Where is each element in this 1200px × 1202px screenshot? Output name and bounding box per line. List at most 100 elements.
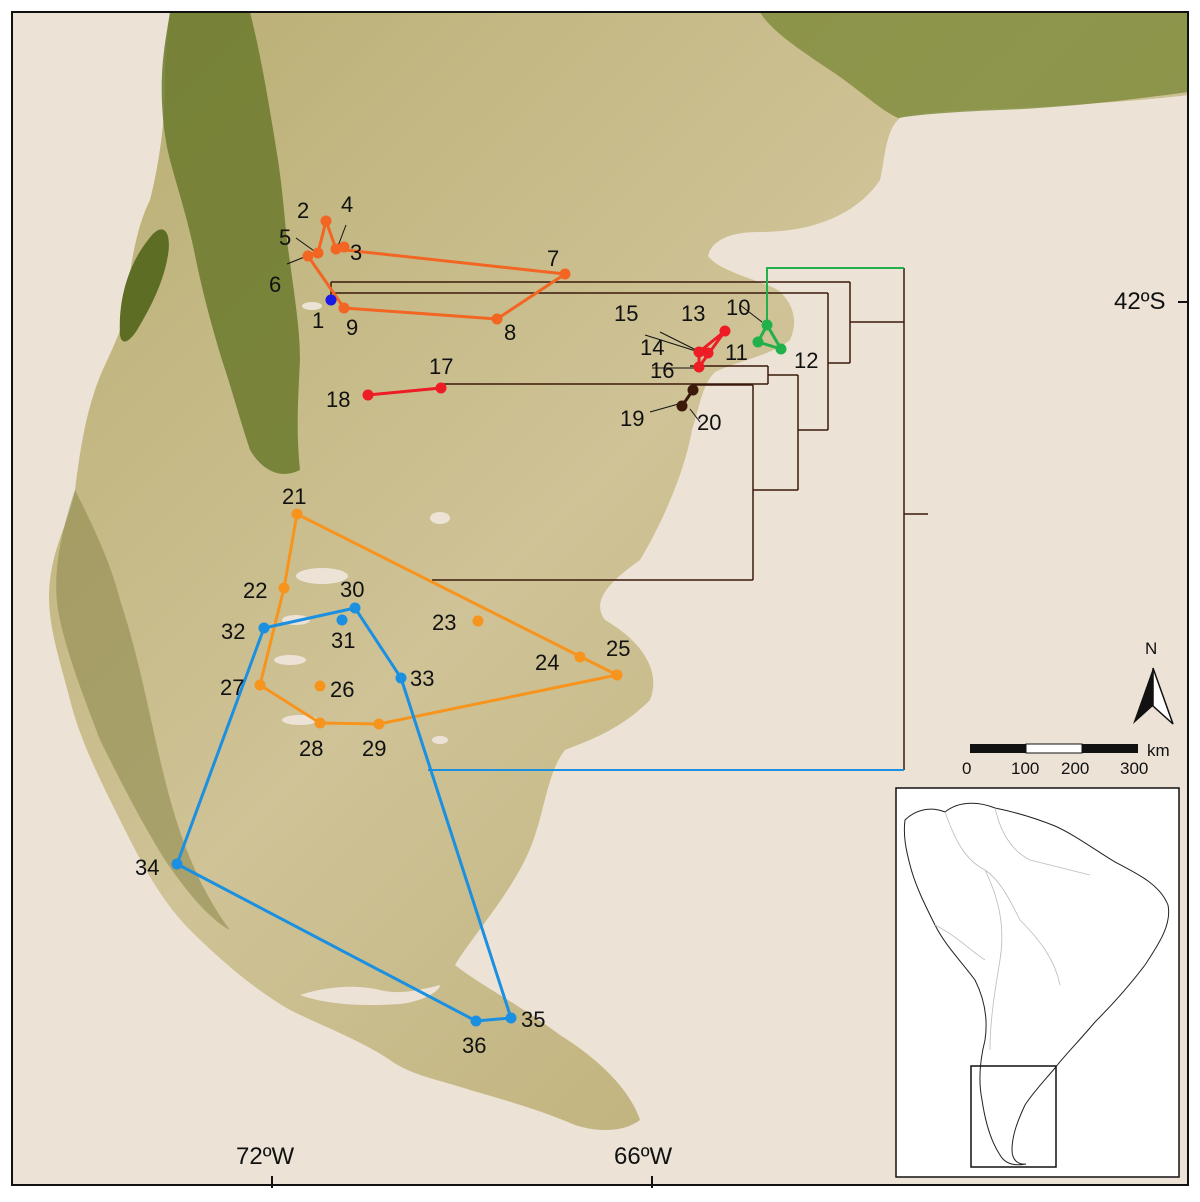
site-marker-16	[693, 361, 705, 373]
inset-highlight-box	[970, 1065, 1057, 1168]
site-marker-5	[312, 247, 324, 259]
site-label-28: 28	[299, 736, 323, 761]
site-marker-8	[491, 313, 503, 325]
site-marker-25	[611, 669, 623, 681]
site-marker-19	[687, 384, 699, 396]
tree-connector	[766, 267, 904, 325]
site-marker-29	[373, 718, 385, 730]
site-label-22: 22	[243, 578, 267, 603]
site-marker-22	[278, 582, 290, 594]
site-label-23: 23	[432, 610, 456, 635]
site-label-12: 12	[794, 348, 818, 373]
site-marker-15	[702, 347, 714, 359]
site-marker-10	[761, 319, 773, 331]
site-marker-27	[254, 679, 266, 691]
site-label-1: 1	[312, 308, 324, 333]
site-marker-32	[258, 622, 270, 634]
site-marker-20	[676, 400, 688, 412]
lon-label-72w: 72ºW	[236, 1143, 294, 1170]
site-marker-33	[395, 672, 407, 684]
site-marker-23	[472, 615, 484, 627]
site-marker-14	[693, 346, 705, 358]
scale-unit: km	[1147, 741, 1170, 760]
inset-country-borders	[934, 807, 1091, 1051]
site-label-34: 34	[135, 855, 159, 880]
site-label-14: 14	[640, 335, 664, 360]
site-marker-6	[302, 250, 314, 262]
inset-south-america-outline	[903, 802, 1170, 1166]
site-marker-26	[314, 680, 326, 692]
site-label-29: 29	[362, 736, 386, 761]
scale-seg-1	[970, 744, 1026, 753]
southern-fjords-vegetation	[56, 490, 230, 930]
north-arrow-label: N	[1145, 639, 1157, 658]
site-marker-30	[349, 602, 361, 614]
group-hull	[367, 386, 442, 397]
site-label-4: 4	[341, 192, 353, 217]
site-marker-4	[330, 243, 342, 255]
site-label-31: 31	[331, 628, 355, 653]
lon-label-66w: 66ºW	[614, 1143, 672, 1170]
site-label-8: 8	[504, 320, 516, 345]
site-label-26: 26	[330, 677, 354, 702]
site-label-3: 3	[350, 240, 362, 265]
site-label-25: 25	[606, 636, 630, 661]
site-label-2: 2	[297, 198, 309, 223]
scale-tick-0: 0	[962, 759, 971, 778]
site-label-36: 36	[462, 1033, 486, 1058]
scale-tick-100: 100	[1011, 759, 1039, 778]
site-label-24: 24	[535, 650, 559, 675]
site-marker-21	[291, 508, 303, 520]
site-label-19: 19	[620, 406, 644, 431]
lat-label-42s: 42ºS	[1114, 288, 1165, 315]
chiloe-island	[119, 229, 169, 342]
site-marker-31	[336, 614, 348, 626]
phylogenetic-tree	[330, 267, 928, 771]
coordinate-labels: 42ºS 72ºW 66ºW	[236, 288, 1188, 1188]
site-label-32: 32	[221, 619, 245, 644]
scale-tick-300: 300	[1120, 759, 1148, 778]
north-arrow-right-half	[1152, 667, 1174, 725]
lakes	[274, 302, 450, 744]
inset-map	[895, 787, 1180, 1178]
group-hull	[756, 323, 783, 351]
leader-line	[644, 334, 700, 353]
site-label-7: 7	[547, 246, 559, 271]
site-marker-36	[470, 1015, 482, 1027]
site-label-18: 18	[326, 387, 350, 412]
leader-line	[689, 408, 701, 423]
site-label-13: 13	[681, 301, 705, 326]
north-arrow-left-half	[1133, 668, 1153, 724]
leader-line	[739, 304, 763, 323]
site-label-21: 21	[282, 484, 306, 509]
site-label-15: 15	[614, 301, 638, 326]
magellan-strait	[300, 985, 440, 1006]
site-marker-24	[574, 651, 586, 663]
northeast-vegetation	[760, 12, 1188, 118]
site-label-10: 10	[726, 295, 750, 320]
site-marker-35	[505, 1012, 517, 1024]
site-marker-13	[719, 325, 731, 337]
map-frame	[11, 11, 1189, 1186]
site-marker-2	[320, 215, 332, 227]
scale-seg-3	[1082, 744, 1138, 753]
site-marker-9	[338, 302, 350, 314]
site-label-30: 30	[340, 577, 364, 602]
andean-forest	[161, 12, 300, 474]
site-label-5: 5	[279, 225, 291, 250]
leader-line	[659, 331, 701, 353]
site-label-11: 11	[725, 340, 748, 365]
site-label-33: 33	[410, 666, 434, 691]
leader-line	[337, 224, 347, 247]
site-marker-12	[775, 343, 787, 355]
north-arrow: N	[1133, 639, 1174, 725]
site-marker-7	[559, 268, 571, 280]
leader-line	[649, 402, 683, 413]
site-label-17: 17	[429, 354, 453, 379]
site-label-9: 9	[346, 315, 358, 340]
site-marker-11	[752, 336, 764, 348]
site-label-20: 20	[697, 410, 721, 435]
